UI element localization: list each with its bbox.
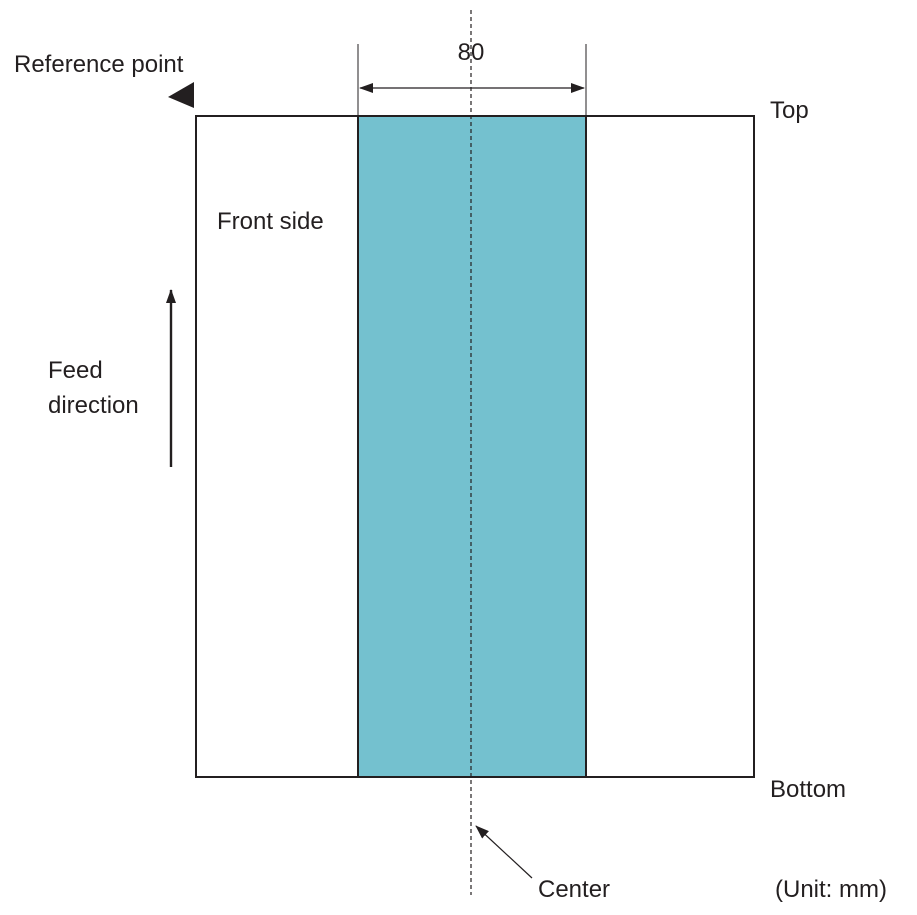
top-label: Top bbox=[770, 97, 809, 124]
center-label: Center bbox=[538, 876, 610, 903]
unit-label: (Unit: mm) bbox=[775, 876, 887, 903]
front-side-label: Front side bbox=[217, 208, 324, 235]
dimension-label: 80 bbox=[458, 39, 485, 66]
bottom-label: Bottom bbox=[770, 776, 846, 803]
reference-point-marker bbox=[168, 82, 194, 108]
reference-point-label: Reference point bbox=[14, 51, 184, 78]
feed-direction-label-line2: direction bbox=[48, 392, 139, 419]
feed-direction-label-line1: Feed bbox=[48, 357, 103, 384]
detection-area bbox=[357, 115, 587, 778]
center-leader-arrow bbox=[475, 825, 533, 879]
